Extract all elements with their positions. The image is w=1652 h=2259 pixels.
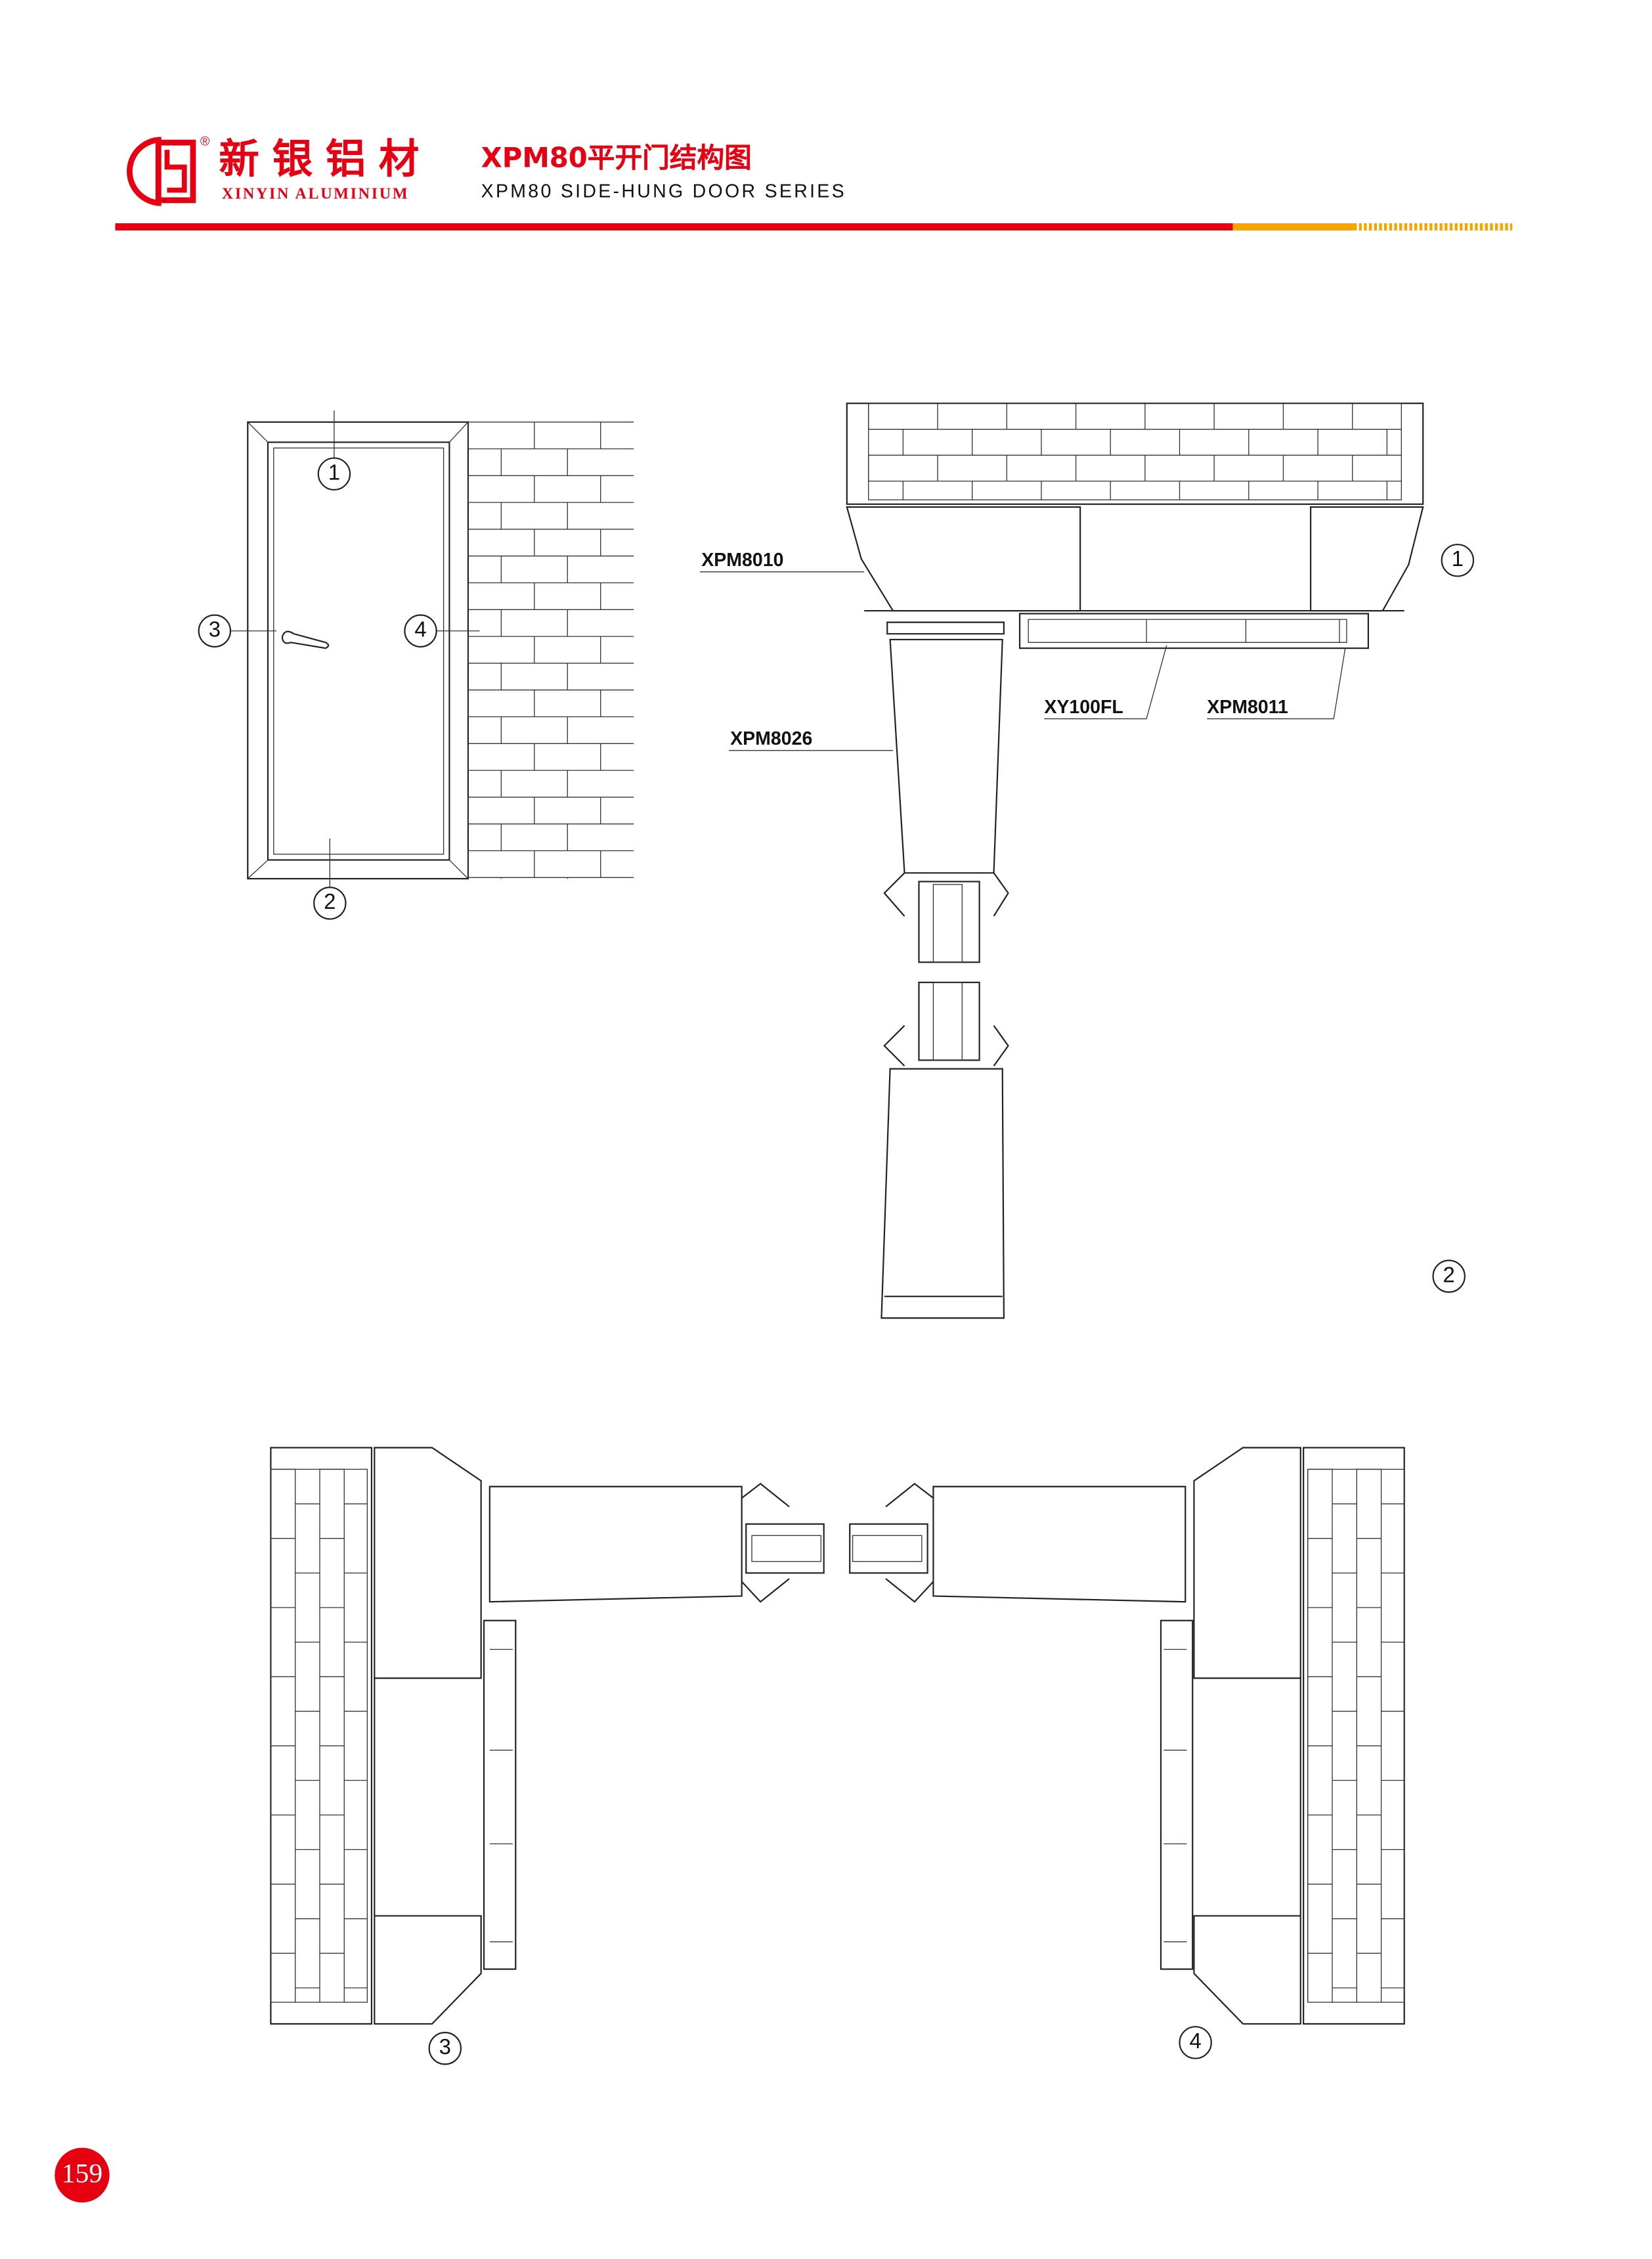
brick-hatch <box>1307 1468 1404 2003</box>
page-title-cn: XPM80平开门结构图 <box>481 143 752 175</box>
brand-name-en: XINYIN ALUMINIUM <box>221 185 410 204</box>
callout-4-section: 4 <box>1189 2029 1202 2055</box>
callout-1-elev: 1 <box>328 460 341 486</box>
vertical-section <box>700 403 1424 1319</box>
callout-3-section: 3 <box>439 2035 451 2060</box>
label-xpm8026: XPM8026 <box>730 727 813 749</box>
page-title-en: XPM80 SIDE-HUNG DOOR SERIES <box>481 180 846 202</box>
brand-logo <box>127 137 196 206</box>
callout-1-section: 1 <box>1451 547 1464 572</box>
horizontal-section-right <box>849 1447 1405 2025</box>
callout-2-elev: 2 <box>324 890 336 915</box>
brick-wall <box>467 422 634 879</box>
brick-hatch <box>868 403 1402 500</box>
callout-2-section: 2 <box>1443 1263 1455 1288</box>
brand-name-cn: 新银铝材 <box>219 135 433 183</box>
callout-3-elev: 3 <box>208 618 221 643</box>
horizontal-section-left <box>270 1447 825 2025</box>
door-elevation <box>230 410 634 888</box>
door-handle-icon <box>281 630 330 649</box>
callout-circles <box>198 457 1475 2065</box>
label-xy100fl: XY100FL <box>1044 695 1123 718</box>
page-number: 159 <box>61 2159 103 2190</box>
header-rule-orange <box>1232 223 1354 230</box>
callout-4-elev: 4 <box>414 618 427 643</box>
label-xpm8010: XPM8010 <box>701 548 784 571</box>
header-rule-red <box>115 223 1233 230</box>
brick-hatch <box>270 1468 368 2003</box>
brick-hatch <box>467 422 634 879</box>
registered-mark: ® <box>200 134 210 148</box>
label-xpm8011: XPM8011 <box>1207 695 1288 718</box>
page-number-badge <box>54 2147 110 2203</box>
brick-wall <box>868 403 1402 500</box>
